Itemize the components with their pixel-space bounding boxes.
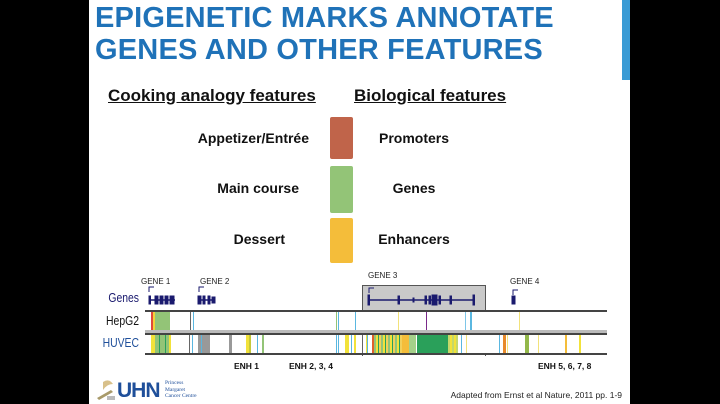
bio-enhancers: Enhancers — [378, 231, 450, 247]
uhn-logo: UHN Princess Margaret Cancer Centre — [93, 378, 223, 402]
gene3-label: GENE 3 — [368, 271, 398, 280]
logo-sub-cancer-centre: Cancer Centre — [165, 393, 197, 399]
gene2-label: GENE 2 — [200, 277, 230, 286]
bio-promoters: Promoters — [378, 130, 450, 146]
logo-emblem-icon — [97, 380, 115, 400]
track-label-genes: Genes — [108, 290, 139, 305]
slide-title: EPIGENETIC MARKS ANNOTATE GENES AND OTHE… — [95, 2, 615, 66]
title-line-2: GENES AND OTHER FEATURES — [95, 34, 543, 66]
title-line-1: EPIGENETIC MARKS ANNOTATE — [95, 2, 554, 34]
bio-genes: Genes — [392, 180, 436, 196]
gene-models — [148, 286, 518, 306]
gene1-label: GENE 1 — [141, 277, 171, 286]
citation: Adapted from Ernst et al Nature, 2011 pp… — [450, 390, 622, 400]
hepg2-track — [145, 310, 607, 332]
enh5678-label: ENH 5, 6, 7, 8 — [538, 361, 592, 371]
cooking-header: Cooking analogy features — [108, 86, 316, 105]
huvec-track — [145, 333, 607, 355]
logo-sub-princess: Princess — [165, 380, 184, 386]
swatch-enhancers — [330, 218, 353, 263]
biological-header: Biological features — [354, 86, 507, 105]
track-label-huvec: HUVEC — [102, 335, 139, 350]
track-label-hepg2: HepG2 — [106, 313, 139, 328]
swatch-genes — [330, 166, 353, 213]
enh1-label: ENH 1 — [234, 361, 260, 371]
enh234-label: ENH 2, 3, 4 — [289, 361, 333, 371]
accent-bar — [622, 0, 630, 80]
cooking-appetizer: Appetizer/Entrée — [197, 130, 309, 146]
cooking-dessert: Dessert — [233, 231, 285, 247]
track-separator — [145, 330, 607, 333]
swatch-promoters — [330, 117, 353, 159]
logo-text: UHN — [117, 379, 160, 402]
logo-sub-margaret: Margaret — [165, 386, 186, 393]
cooking-main-course: Main course — [217, 180, 299, 196]
gene4-label: GENE 4 — [510, 277, 540, 286]
slide: EPIGENETIC MARKS ANNOTATE GENES AND OTHE… — [89, 0, 630, 404]
